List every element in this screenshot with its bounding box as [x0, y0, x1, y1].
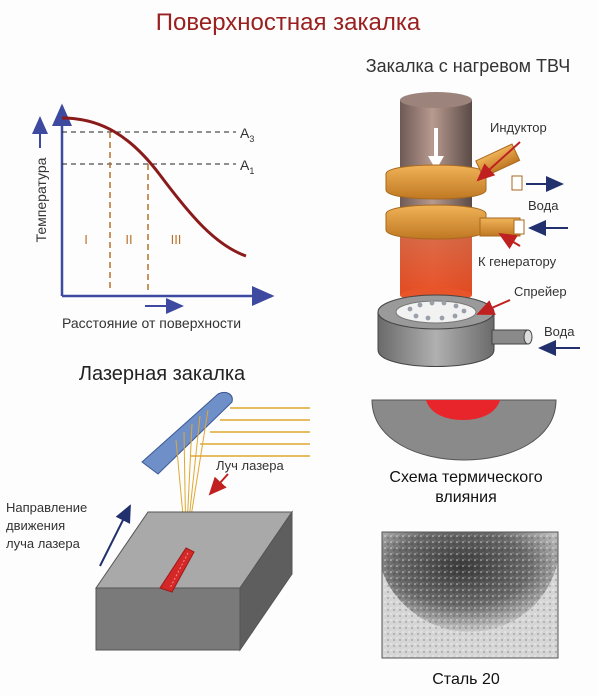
scheme-label-line2: влияния [435, 489, 497, 506]
micrograph [381, 531, 559, 659]
laser-assembly [95, 391, 310, 652]
laser-workpiece-front [95, 587, 241, 651]
temperature-curve [61, 116, 247, 258]
induction-assembly [385, 92, 525, 302]
direction-label-line3: луча лазера [6, 536, 81, 551]
inductor-coil-turn-2 [385, 204, 487, 240]
zone-label-1: I [84, 232, 88, 247]
laser-track-texture [169, 552, 189, 589]
incoming-beams [190, 407, 310, 457]
x-axis-label: Расстояние от поверхности [62, 315, 241, 331]
sprayer-pointer [476, 299, 511, 315]
thermal-scheme-body [371, 399, 557, 461]
thermal-scheme-hot-zone [426, 400, 500, 420]
inductor-label: Индуктор [490, 120, 547, 135]
inductor-coil-turn-1 [385, 164, 487, 200]
coil-outlet-bottom [513, 219, 525, 235]
sprayer-pipe [491, 329, 529, 345]
laser-mirror [141, 391, 233, 475]
movement-direction-arrow [99, 504, 131, 567]
sprayer-pipe-end [523, 329, 533, 345]
water-label: Вода [528, 198, 559, 213]
micrograph-label: Сталь 20 [432, 671, 500, 688]
inductor-pointer [476, 141, 521, 182]
sprayer-label: Спрейер [514, 284, 567, 299]
generator-pointer [498, 232, 521, 250]
sprayer-holes [407, 300, 467, 321]
sprayer-assembly [377, 294, 533, 367]
micrograph-frame [381, 531, 559, 659]
laser-beam-label: Луч лазера [216, 458, 285, 473]
scheme-label-line1: Схема термического [389, 469, 542, 486]
a1-label: A1 [240, 157, 254, 176]
direction-label-line2: движения [6, 518, 65, 533]
feed-arrow-head [428, 156, 444, 170]
zone-label-3: III [171, 232, 182, 247]
coil-outlet-top [511, 175, 523, 191]
thermal-scheme [371, 399, 557, 461]
y-axis-label: Температура [33, 157, 49, 242]
micrograph-texture [382, 532, 558, 658]
laser-workpiece-side [239, 510, 293, 652]
laser-title: Лазерная закалка [79, 363, 246, 385]
sprayer-water-label: Вода [544, 324, 575, 339]
zone-label-2: II [125, 232, 132, 247]
direction-label-line1: Направление [6, 500, 87, 515]
page-title: Поверхностная закалка [156, 9, 421, 36]
laser-beam-pointer [208, 473, 229, 496]
tvch-title: Закалка с нагревом ТВЧ [366, 56, 570, 76]
generator-label: К генератору [478, 254, 557, 269]
a3-label: A3 [240, 125, 254, 144]
laser-hardened-track [159, 547, 195, 593]
temperature-graph: Температура Расстояние от поверхности A3… [32, 103, 275, 331]
cylinder-top [400, 92, 472, 108]
